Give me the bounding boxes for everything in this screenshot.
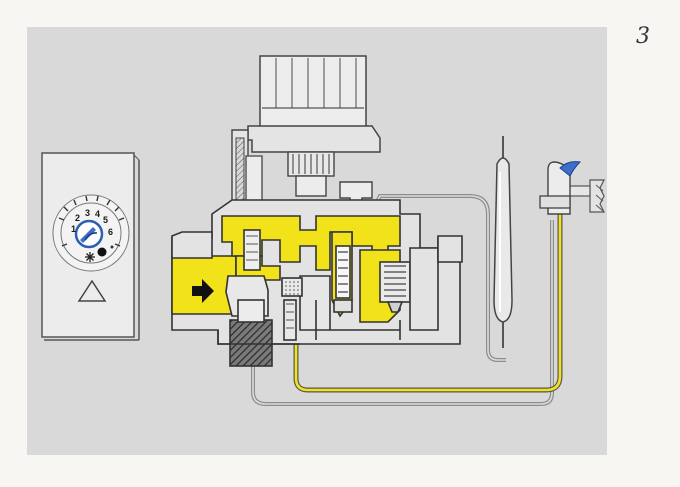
pilot-burner [539,161,605,215]
pilot-star-icon [85,252,95,262]
dial-scale-2: 2 [75,213,80,223]
dial-scale-1: 1 [71,224,76,234]
gas-valve-body [171,199,463,367]
dial-scale-4: 4 [95,209,100,219]
marker-dot-icon [110,245,114,249]
capillary-tubes [251,194,563,406]
pilot-flame-icon [559,161,582,177]
dial-scale-3: 3 [85,208,90,218]
gas-flow-arrow-icon [192,279,214,303]
valve-actuator-head [231,55,381,227]
dial-scale-5: 5 [103,215,108,225]
off-dot-icon [97,247,107,257]
dial-scale-6: 6 [108,227,113,237]
thermostat-sensing-bulb [493,136,513,348]
temperature-dial[interactable]: 1 2 3 4 5 6 [52,194,130,272]
figure-number: 3 [636,24,650,49]
control-knob-panel: 1 2 3 4 5 6 [41,152,140,341]
ignition-triangle-icon[interactable] [77,279,107,302]
